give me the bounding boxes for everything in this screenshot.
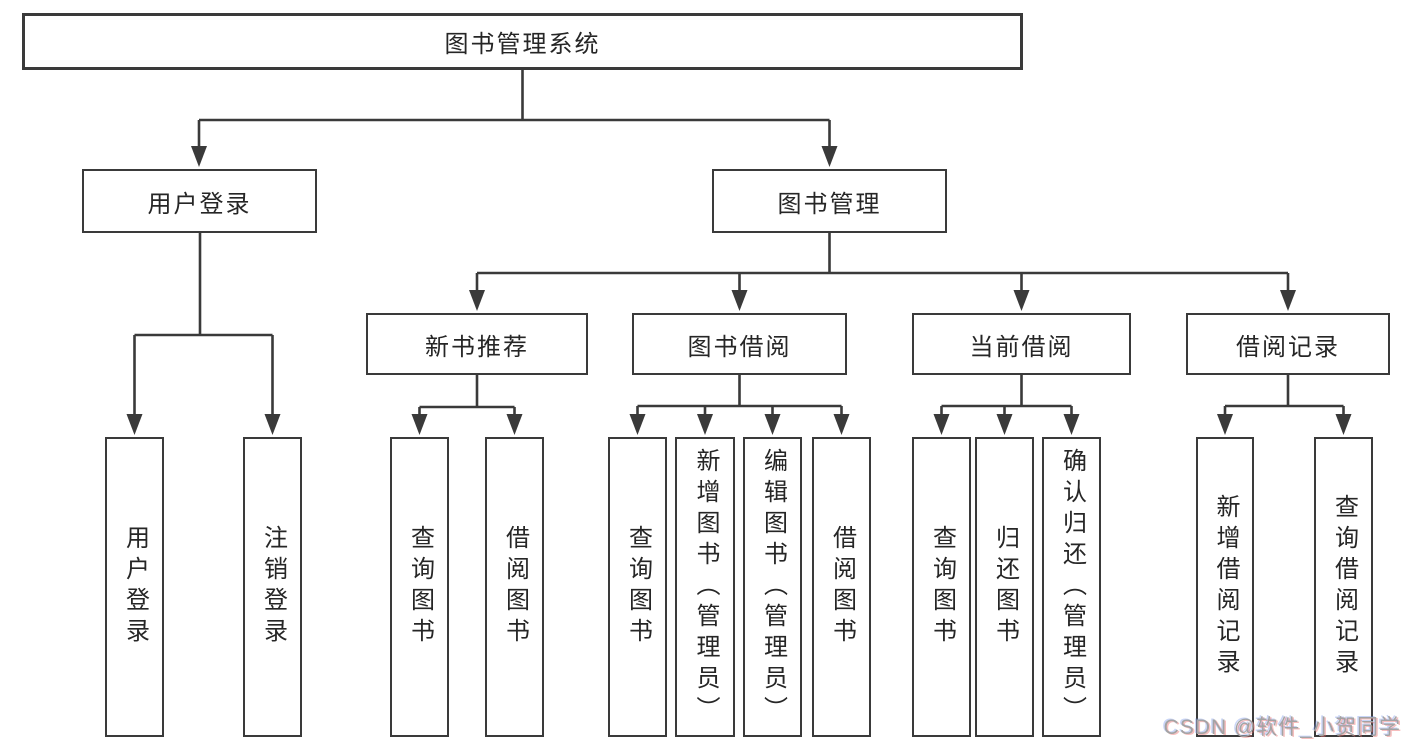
arrow-down-icon [629,414,646,435]
leaf-query-book-c-label: 查询图书 [928,525,956,649]
leaf-query-borrow-record: 查询借阅记录 [1314,437,1373,737]
arrow-down-icon [1280,290,1296,311]
arrow-down-icon [764,414,781,435]
leaf-borrow-book-b: 借阅图书 [812,437,871,737]
leaf-edit-book-admin-label: 编辑图书（管理员） [759,447,787,727]
node-root-label: 图书管理系统 [444,31,601,58]
leaf-query-book-b: 查询图书 [608,437,667,737]
arrow-down-icon [191,146,207,167]
leaf-add-borrow-record: 新增借阅记录 [1196,437,1254,737]
leaf-user-login: 用户登录 [105,437,164,737]
node-user-login: 用户登录 [82,169,317,233]
arrow-down-icon [821,146,838,167]
leaf-confirm-return-admin: 确认归还（管理员） [1042,437,1101,737]
connector-new-book-rec [418,375,516,420]
node-book-management: 图书管理 [712,169,947,233]
leaf-logout-label: 注销登录 [259,525,287,649]
arrow-down-icon [1013,290,1030,311]
leaf-add-borrow-record-label: 新增借阅记录 [1212,494,1239,680]
arrow-down-icon [1217,414,1233,435]
arrow-down-icon [996,414,1013,435]
arrowheads [126,146,1352,435]
node-new-book-recommend-label: 新书推荐 [425,333,529,361]
arrow-down-icon [697,414,713,435]
arrow-down-icon [411,414,428,435]
leaf-borrow-book-a: 借阅图书 [485,437,544,737]
arrow-down-icon [933,414,950,435]
node-new-book-recommend: 新书推荐 [366,313,588,375]
leaf-query-book-b-label: 查询图书 [624,525,652,649]
connector-root [197,70,831,152]
node-book-borrow: 图书借阅 [632,313,847,375]
leaf-return-book-label: 归还图书 [991,525,1019,649]
arrow-down-icon [1335,414,1352,435]
connector-current-borrow [940,375,1073,420]
connector-book-borrow [636,375,843,420]
node-current-borrow: 当前借阅 [912,313,1131,375]
arrow-down-icon [264,414,281,435]
node-current-borrow-label: 当前借阅 [969,333,1074,361]
node-user-login-label: 用户登录 [147,190,252,218]
csdn-watermark: CSDN @软件_小贺同学 [1163,716,1401,739]
node-borrow-record-label: 借阅记录 [1236,333,1340,361]
leaf-logout: 注销登录 [243,437,302,737]
connector-user-login [133,233,274,420]
leaf-confirm-return-admin-label: 确认归还（管理员） [1058,447,1086,727]
connector-book-mgmt [475,233,1290,296]
node-book-borrow-label: 图书借阅 [687,333,792,361]
leaf-return-book: 归还图书 [975,437,1034,737]
leaf-query-book-a: 查询图书 [390,437,449,737]
node-book-management-label: 图书管理 [777,190,882,218]
leaf-query-book-c: 查询图书 [912,437,971,737]
arrow-down-icon [506,414,523,435]
arrow-down-icon [126,414,143,435]
leaf-edit-book-admin: 编辑图书（管理员） [743,437,802,737]
leaf-add-book-admin: 新增图书（管理员） [675,437,735,737]
leaf-borrow-book-b-label: 借阅图书 [828,525,856,649]
leaf-query-book-a-label: 查询图书 [406,525,434,649]
node-root: 图书管理系统 [22,13,1023,70]
arrow-down-icon [469,290,485,311]
leaf-user-login-label: 用户登录 [121,525,149,649]
leaf-query-borrow-record-label: 查询借阅记录 [1330,494,1358,680]
arrow-down-icon [833,414,850,435]
connector-borrow-record [1223,375,1345,420]
tree-connectors [133,70,1345,420]
arrow-down-icon [731,290,748,311]
leaf-borrow-book-a-label: 借阅图书 [501,525,529,649]
node-borrow-record: 借阅记录 [1186,313,1390,375]
arrow-down-icon [1063,414,1080,435]
leaf-add-book-admin-label: 新增图书（管理员） [692,447,719,727]
